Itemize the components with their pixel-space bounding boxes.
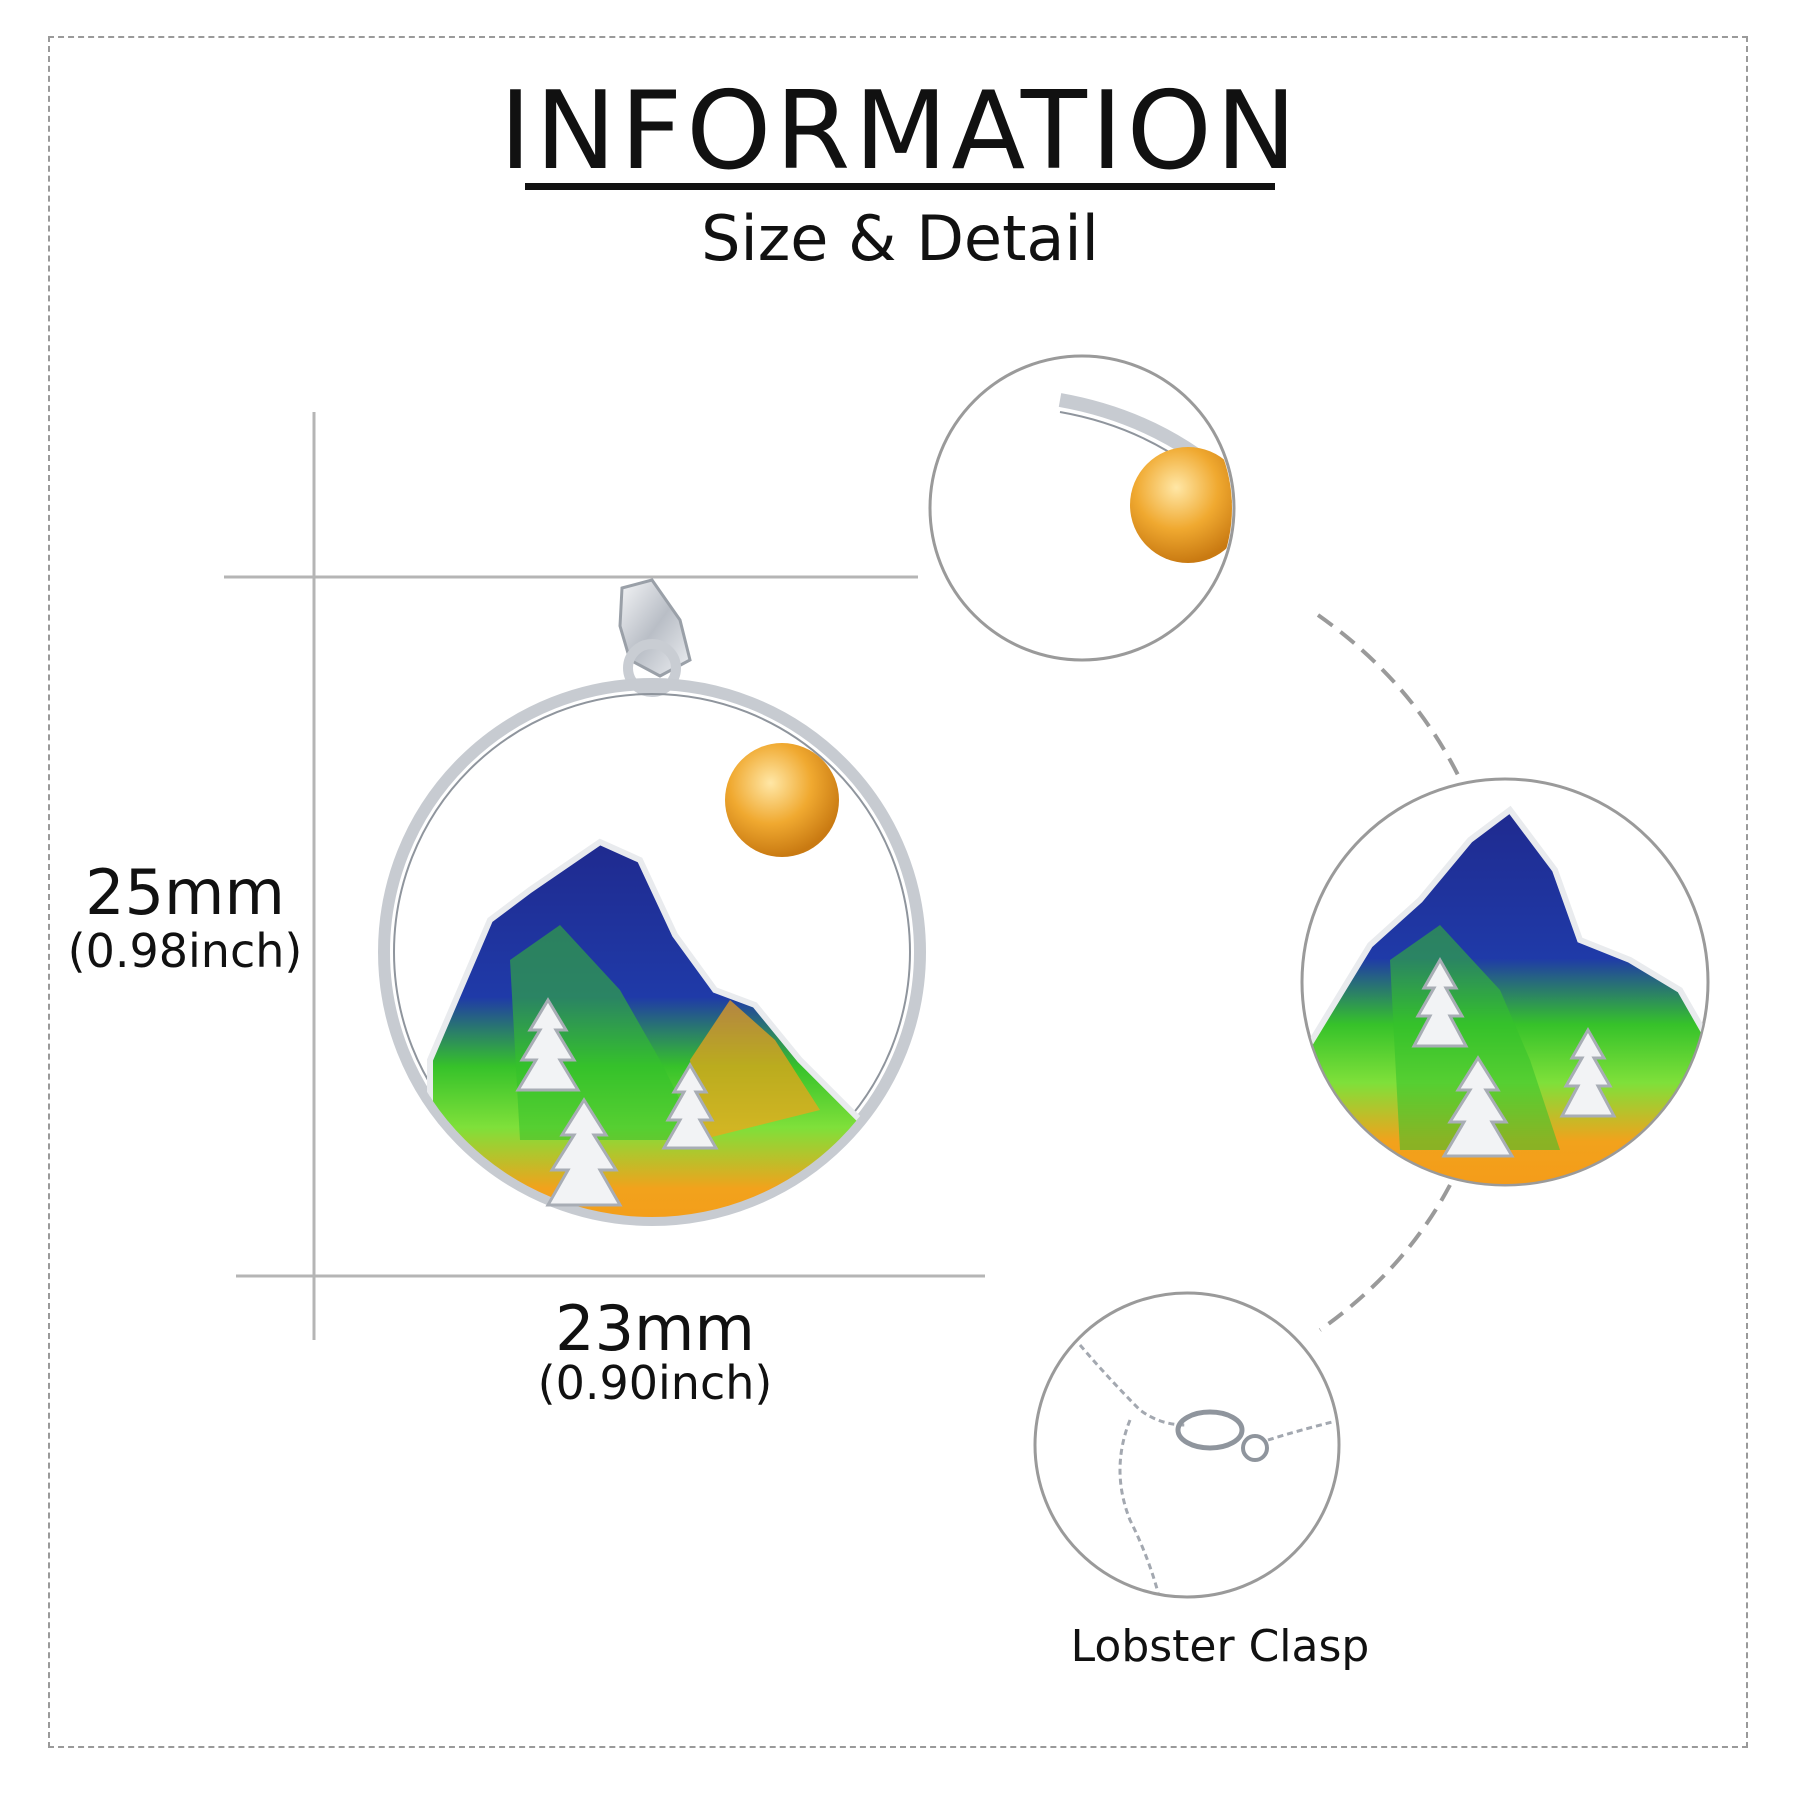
detail-circle-mountains bbox=[1300, 777, 1710, 1187]
sun-bead bbox=[725, 743, 839, 857]
detail-connectors bbox=[1316, 613, 1460, 1332]
width-mm-label: 23mm bbox=[555, 1292, 755, 1365]
detail-circle-sun bbox=[928, 354, 1236, 662]
dashed-frame bbox=[48, 36, 1748, 1748]
height-mm-label: 25mm bbox=[85, 856, 285, 929]
page-title: INFORMATION bbox=[499, 69, 1301, 194]
detail-circle-clasp bbox=[1033, 1291, 1341, 1599]
dimension-guides bbox=[224, 412, 985, 1340]
title-underline bbox=[525, 183, 1275, 190]
pendant-main bbox=[378, 578, 926, 1226]
height-inch-label: (0.98inch) bbox=[67, 924, 303, 978]
width-inch-label: (0.90inch) bbox=[537, 1356, 773, 1410]
clasp-label: Lobster Clasp bbox=[1070, 1621, 1370, 1672]
page-subtitle: Size & Detail bbox=[701, 202, 1099, 275]
